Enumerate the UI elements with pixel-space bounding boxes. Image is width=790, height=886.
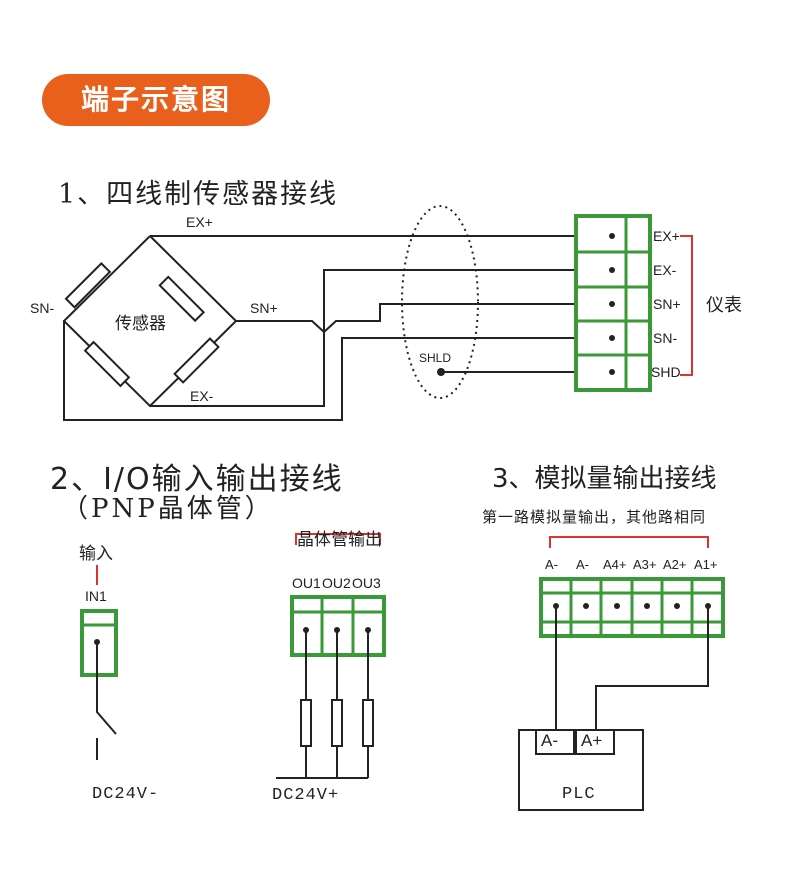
terminal-sn-minus: SN-: [653, 330, 678, 346]
instrument-terminal-block: [574, 214, 652, 392]
section-header-badge: 端子示意图: [42, 74, 270, 126]
analog-wires: [555, 606, 709, 730]
output-terminal-ou1: OU1: [292, 575, 321, 591]
analog-terminal-a4-plus: A4+: [603, 557, 627, 572]
sensor-label: 传感器: [115, 314, 166, 334]
analog-terminal-a-minus-2: A-: [576, 557, 589, 572]
shield-label: SHLD: [419, 351, 452, 365]
input-terminal-label: IN1: [85, 588, 107, 604]
section3-subtitle: 第一路模拟量输出，其他路相同: [482, 508, 707, 526]
bridge-resistors: [64, 262, 220, 388]
plc-terminal-a-minus: A-: [541, 731, 558, 750]
input-supply-label: DC24V-: [92, 785, 160, 804]
terminal-ex-plus: EX+: [653, 228, 680, 244]
shield-dot: [437, 368, 445, 376]
plc-box: [518, 729, 644, 811]
section2-title: 2、I/O输入输出接线: [50, 462, 344, 497]
wire-ex-minus: [150, 269, 612, 407]
input-terminal: [80, 609, 118, 677]
output-loads: [276, 630, 374, 779]
output-title: 晶体管输出: [297, 530, 382, 550]
wire-label-ex-plus: EX+: [186, 214, 213, 230]
wire-sn-minus: [63, 321, 612, 421]
input-switch: [96, 642, 117, 735]
analog-terminal-a3-plus: A3+: [633, 557, 657, 572]
section3-title: 3、模拟量输出接线: [492, 464, 717, 494]
terminal-shd: SHD: [651, 364, 681, 380]
cable-shield-ellipse: [401, 205, 479, 399]
output-supply-label: DC24V+: [272, 786, 340, 805]
analog-terminal-a1-plus: A1+: [694, 557, 718, 572]
analog-bracket: [549, 536, 709, 548]
instrument-label: 仪表: [706, 295, 742, 316]
terminal-ex-minus: EX-: [653, 262, 677, 278]
wire-label-sn-minus: SN-: [30, 300, 55, 316]
section1-title: 1、四线制传感器接线: [58, 179, 339, 210]
input-title: 输入: [79, 544, 113, 564]
output-terminal-ou2: OU2: [322, 575, 351, 591]
wire-label-ex-minus: EX-: [190, 388, 214, 404]
plc-terminal-a-plus: A+: [581, 731, 603, 750]
plc-label: PLC: [562, 785, 596, 804]
analog-terminal-a-minus-1: A-: [545, 557, 558, 572]
output-terminal-ou3: OU3: [352, 575, 381, 591]
analog-terminal-a2-plus: A2+: [663, 557, 687, 572]
analog-terminal-block: [539, 577, 725, 638]
terminal-sn-plus: SN+: [653, 296, 681, 312]
instrument-bracket: [680, 235, 693, 376]
section2-subtitle: （PNP晶体管）: [62, 494, 274, 524]
wire-label-sn-plus: SN+: [250, 300, 278, 316]
output-bracket: [295, 533, 381, 545]
wire-sn-plus: [236, 303, 612, 334]
